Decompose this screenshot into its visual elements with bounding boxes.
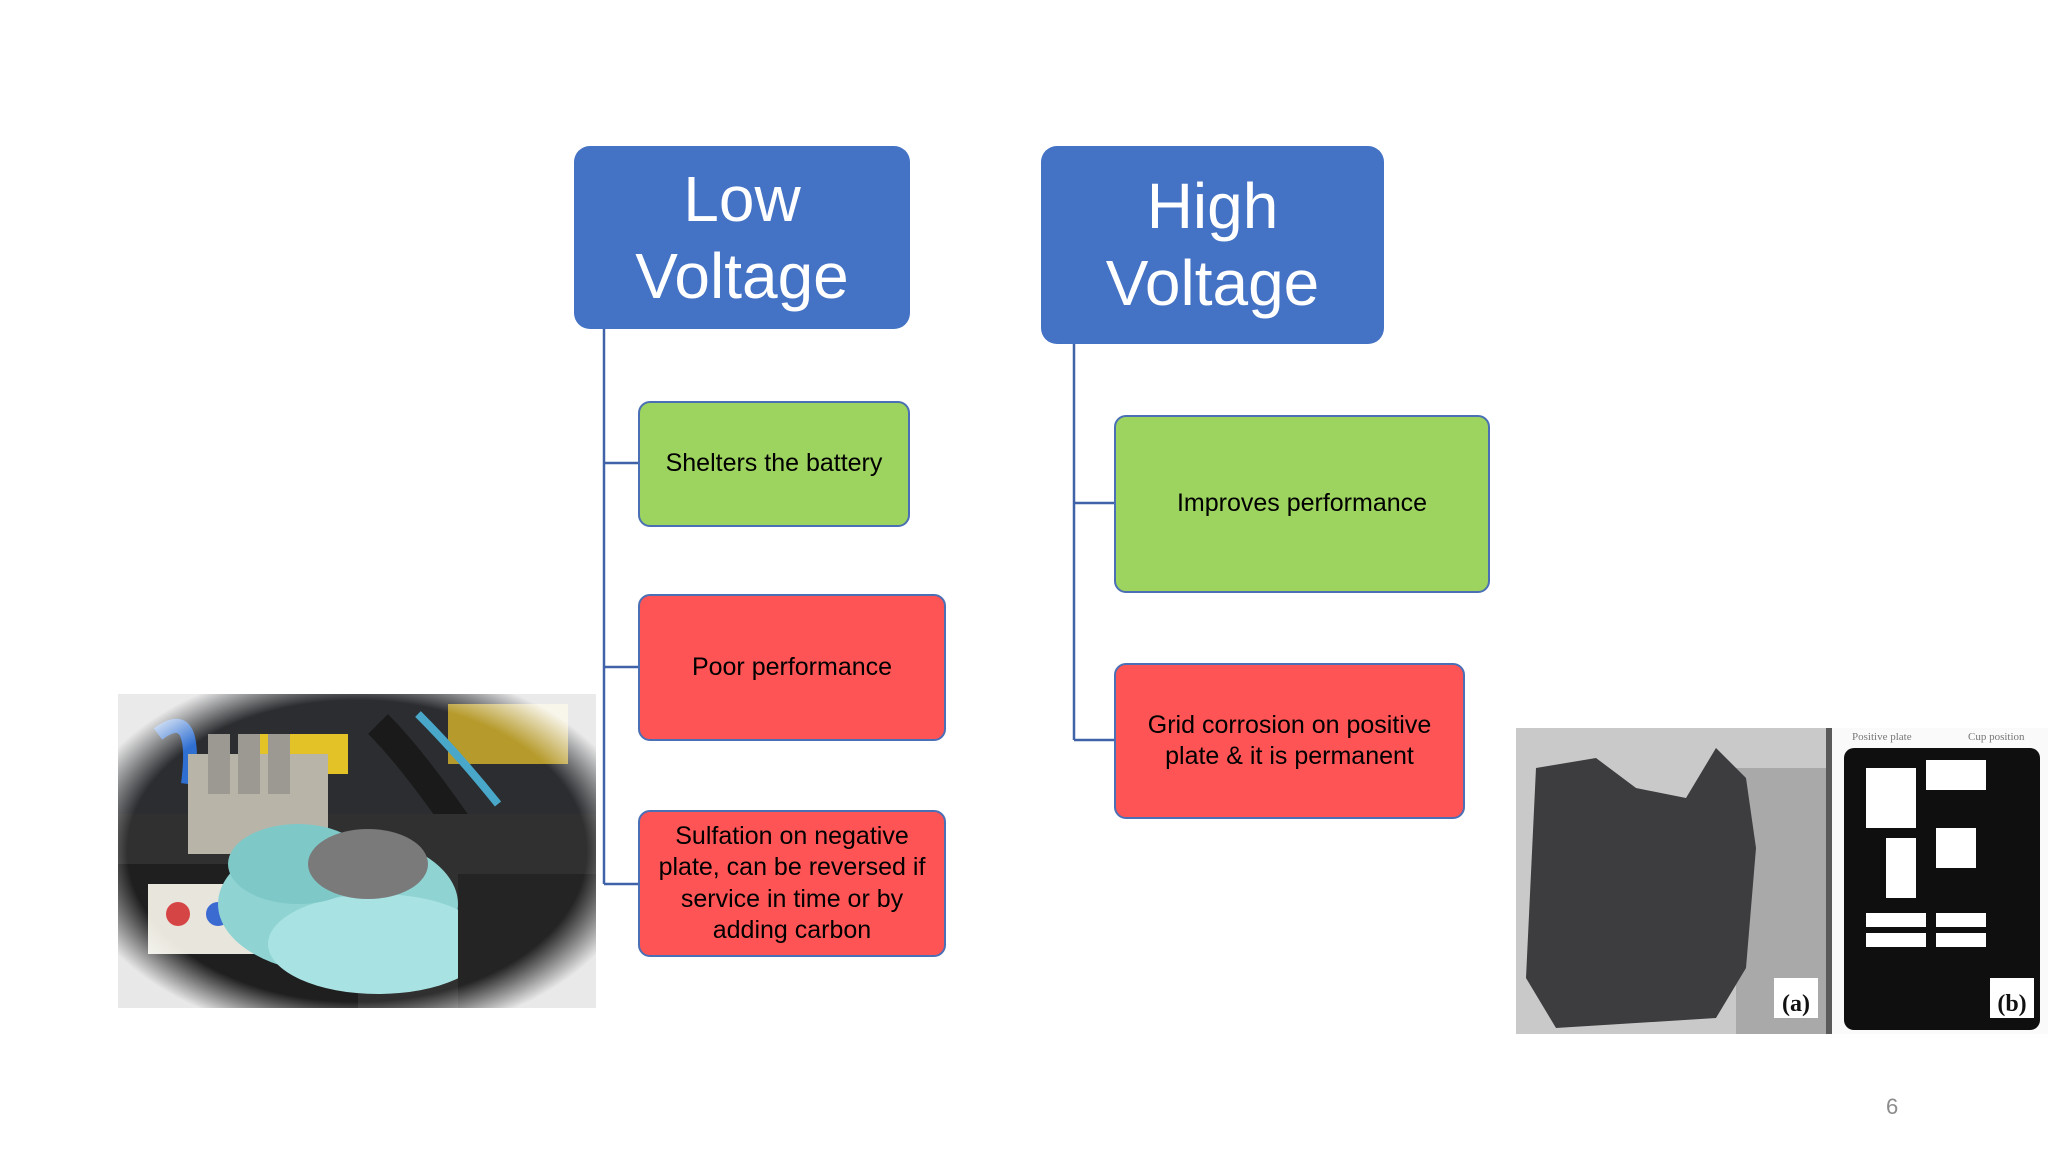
plate-b-caption-right: Cup position [1968,731,2025,743]
plate-b-caption-left: Positive plate [1852,731,1912,743]
plate-a-label: (a) [1782,991,1810,1017]
low-voltage-item-poor-performance: Poor performance [638,594,946,741]
battery-plates-photo: (a) Positive plate Cup position (b) [1516,728,2048,1034]
plate-a-panel: (a) [1516,728,1826,1034]
low-voltage-header: Low Voltage [574,146,910,329]
high-voltage-item-improves-performance: Improves performance [1114,415,1490,593]
high-voltage-header: High Voltage [1041,146,1384,344]
page-number: 6 [1886,1094,1899,1119]
low-voltage-item-sulfation: Sulfation on negative plate, can be reve… [638,810,946,957]
high-voltage-item-grid-corrosion: Grid corrosion on positive plate & it is… [1114,663,1465,819]
corroded-battery-terminal-photo [118,694,596,1008]
low-voltage-item-shelters: Shelters the battery [638,401,910,527]
plate-b-label: (b) [1997,991,2026,1017]
plate-b-panel: Positive plate Cup position (b) [1832,728,2048,1034]
